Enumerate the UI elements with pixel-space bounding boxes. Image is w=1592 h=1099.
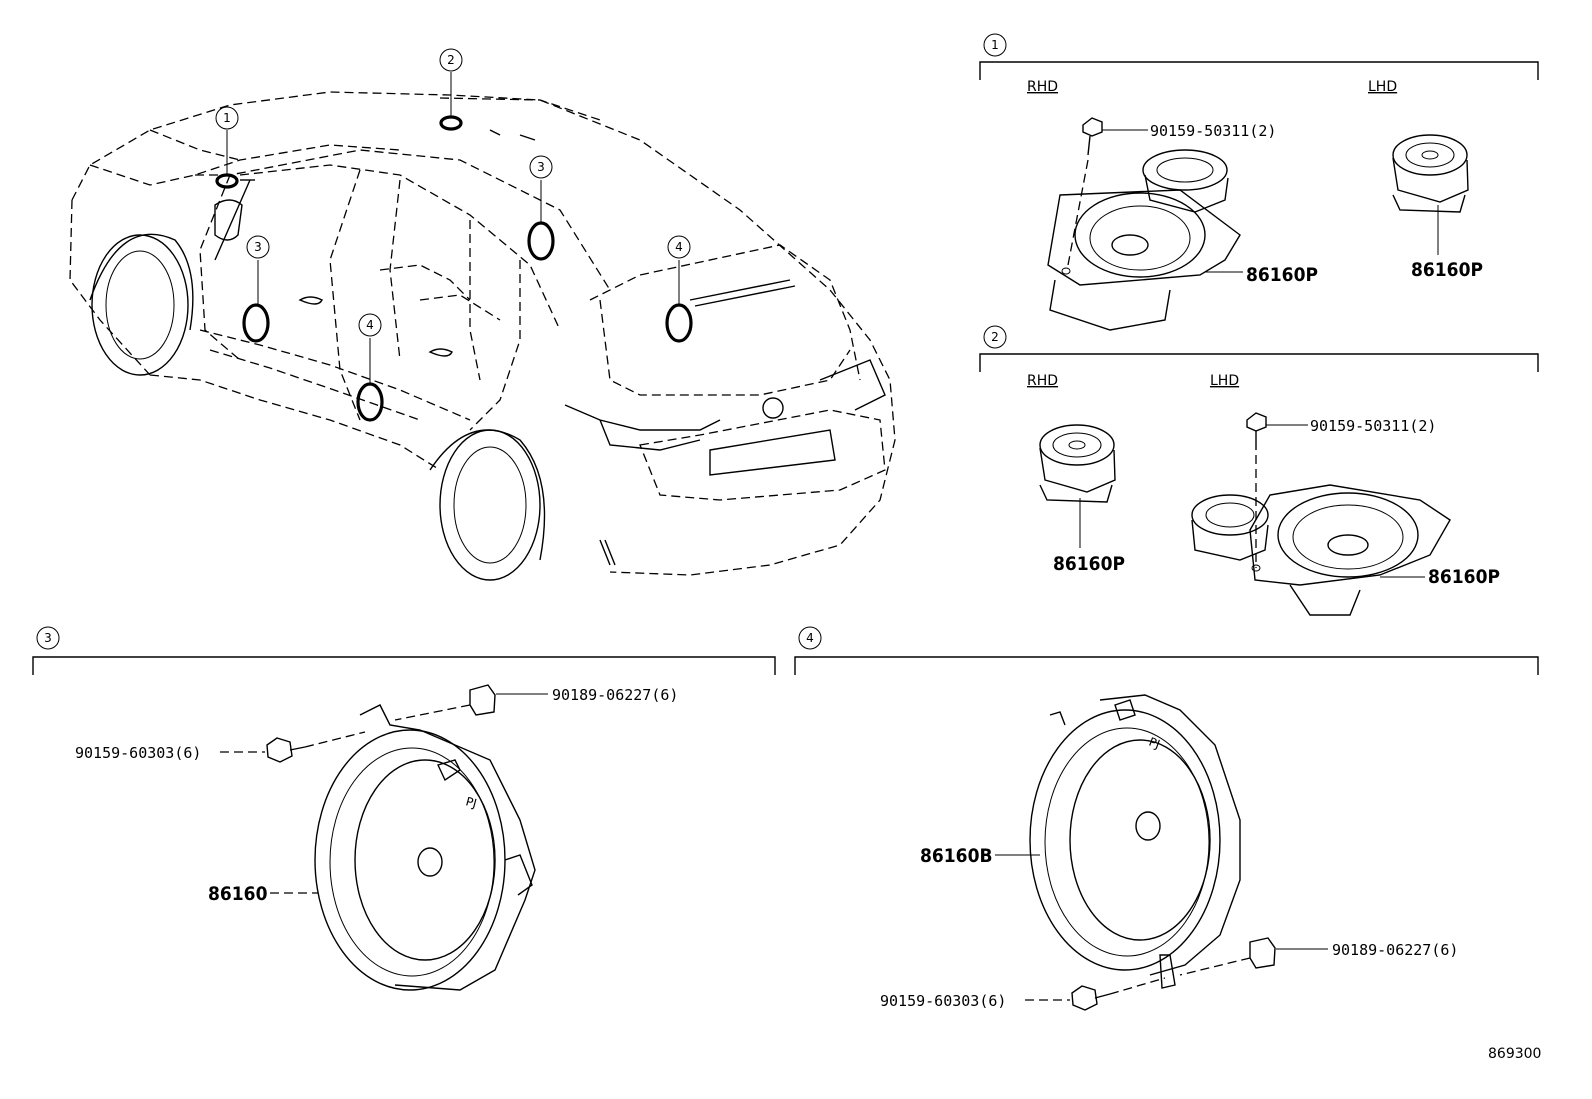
callout-4-rear: 4 [675, 240, 683, 254]
section-4-number: 4 [806, 631, 814, 645]
section-2-bolt-part: 90159-50311(2) [1310, 417, 1436, 435]
callout-2: 2 [447, 53, 455, 67]
callout-4-front: 4 [366, 318, 374, 332]
section-2-rhd-label: RHD [1027, 373, 1058, 389]
car-illustration [69, 91, 896, 581]
section-3-number: 3 [44, 631, 52, 645]
section-4-clip-part: 90189-06227(6) [1332, 941, 1458, 959]
clip-icon [1179, 937, 1276, 976]
section-4-speaker-icon: PJ [1029, 694, 1241, 989]
car-callouts: 1 2 3 3 4 4 [215, 48, 691, 337]
section-1-lhd-tweeter-icon [1392, 134, 1469, 213]
section-2-lhd-part: 86160P [1428, 566, 1500, 588]
section-1-lhd-part: 86160P [1411, 259, 1483, 281]
location-ring-4-rear [665, 303, 693, 343]
figure-id: 869300 [1488, 1046, 1541, 1062]
speaker-locations [215, 72, 693, 422]
section-1-number: 1 [991, 38, 999, 52]
svg-text:PJ: PJ [464, 794, 478, 810]
section-1-rhd-part: 86160P [1246, 264, 1318, 286]
screw-icon [1071, 977, 1166, 1011]
screw-icon [266, 731, 366, 763]
section-3-clip-part: 90189-06227(6) [552, 686, 678, 704]
location-ring-3-rear [527, 221, 555, 261]
section-1-lhd-label: LHD [1368, 79, 1397, 95]
section-3: 3 90189-06227(6) 90159-60303(6) PJ [32, 626, 776, 991]
section-3-speaker-part: 86160 [208, 883, 268, 905]
section-2-rhd-part: 86160P [1053, 553, 1125, 575]
bolt-icon [1067, 117, 1103, 266]
location-ring-3-front [242, 303, 270, 343]
section-1-rhd-speaker-icon [1047, 149, 1241, 331]
location-ring-2 [439, 115, 463, 131]
callout-3-rear: 3 [537, 160, 545, 174]
callout-3-front: 3 [254, 240, 262, 254]
bolt-icon [1246, 412, 1267, 568]
section-2-lhd-label: LHD [1210, 373, 1239, 389]
section-4-speaker-part: 86160B [920, 845, 993, 867]
section-3-speaker-icon: PJ [314, 704, 536, 991]
section-4: 4 PJ 86160B 90189-06227(6) [794, 626, 1539, 1011]
clip-icon [394, 684, 496, 721]
section-1: 1 RHD LHD 90159-50311(2) 86160P [979, 33, 1539, 331]
callout-1: 1 [223, 111, 231, 125]
section-4-screw-part: 90159-60303(6) [880, 992, 1006, 1010]
section-2-lhd-speaker-icon [1191, 484, 1451, 616]
section-1-rhd-label: RHD [1027, 79, 1058, 95]
section-2-number: 2 [991, 330, 999, 344]
section-3-screw-part: 90159-60303(6) [75, 744, 201, 762]
section-2-rhd-tweeter-icon [1039, 424, 1116, 503]
section-1-bolt-part: 90159-50311(2) [1150, 122, 1276, 140]
svg-text:PJ: PJ [1147, 735, 1162, 752]
section-2: 2 RHD LHD 86160P 90159-50311(2) [979, 325, 1539, 616]
